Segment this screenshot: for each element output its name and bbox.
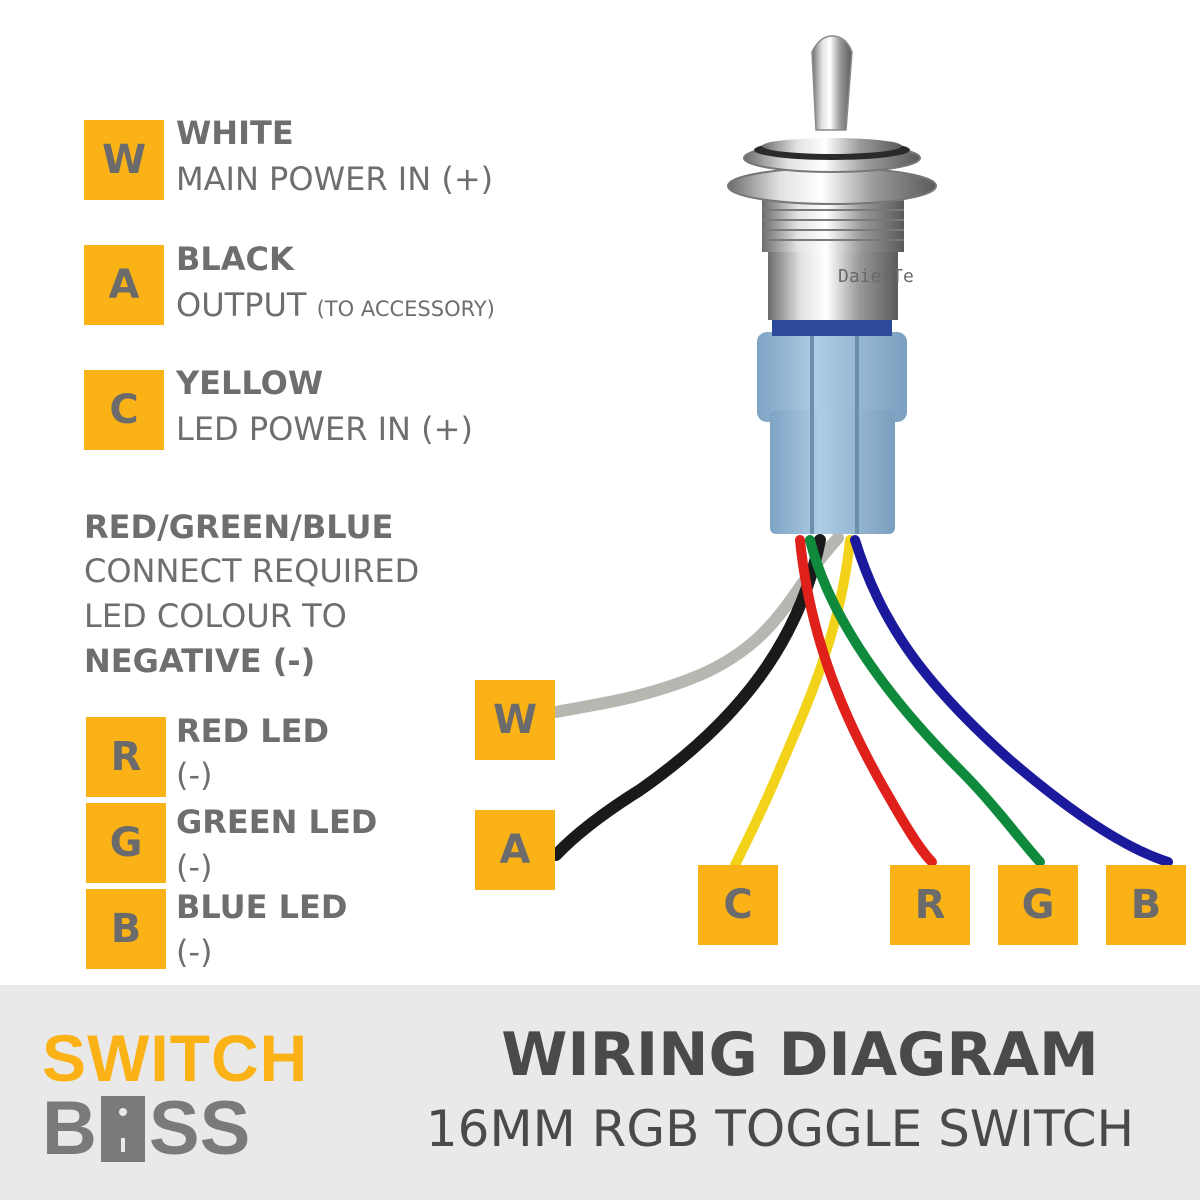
wire-tag-a: A xyxy=(475,810,555,890)
brand-b: B xyxy=(42,1086,97,1171)
wire-green xyxy=(805,535,1045,867)
switch-body xyxy=(768,250,898,320)
brand-ss: SS xyxy=(148,1086,251,1171)
tag-a: A xyxy=(84,245,164,325)
brand-switch: SWITCH xyxy=(42,1021,309,1095)
tag-c: C xyxy=(84,370,164,450)
tag-w: W xyxy=(84,120,164,200)
wire-blue xyxy=(850,535,1173,867)
desc-blue-led: (-) xyxy=(176,933,213,971)
rgb-line3: NEGATIVE (-) xyxy=(84,642,316,680)
desc-yellow: LED POWER IN (+) xyxy=(176,410,473,448)
wire-tag-b: B xyxy=(1106,865,1186,945)
rgb-heading: RED/GREEN/BLUE xyxy=(84,508,394,546)
brand-switch-icon xyxy=(100,1095,145,1162)
label-white: WHITE xyxy=(176,114,294,152)
tag-g: G xyxy=(86,803,166,883)
switch-illustration: DaierTe xyxy=(550,35,1173,870)
connector-housing xyxy=(757,332,907,422)
tag-b: B xyxy=(86,889,166,969)
footer-bar xyxy=(0,985,1200,1200)
connector-lower xyxy=(770,410,895,534)
desc-black-note: (TO ACCESSORY) xyxy=(316,297,495,321)
wire-tag-w: W xyxy=(475,680,555,760)
wire-black xyxy=(550,534,826,861)
label-blue-led: BLUE LED xyxy=(176,888,348,926)
wire-tag-r: R xyxy=(890,865,970,945)
toggle-lever xyxy=(811,35,853,131)
rgb-line2: LED COLOUR TO xyxy=(84,597,347,635)
label-red-led: RED LED xyxy=(176,712,330,750)
wire-red xyxy=(795,535,937,867)
rgb-line1: CONNECT REQUIRED xyxy=(84,552,420,590)
tag-r: R xyxy=(86,717,166,797)
wire-tag-g: G xyxy=(998,865,1078,945)
label-green-led: GREEN LED xyxy=(176,803,378,841)
switch-engraving: DaierTe xyxy=(838,266,914,287)
desc-white: MAIN POWER IN (+) xyxy=(176,160,494,198)
wire-tag-c: C xyxy=(698,865,778,945)
desc-black: OUTPUT (TO ACCESSORY) xyxy=(176,286,495,324)
footer-title: WIRING DIAGRAM xyxy=(501,1020,1099,1090)
brand-boss: B SS xyxy=(42,1085,250,1172)
label-yellow: YELLOW xyxy=(176,364,324,402)
desc-black-main: OUTPUT xyxy=(176,286,307,324)
desc-green-led: (-) xyxy=(176,848,213,886)
desc-red-led: (-) xyxy=(176,756,213,794)
footer-subtitle: 16MM RGB TOGGLE SWITCH xyxy=(425,1100,1135,1158)
label-black: BLACK xyxy=(176,240,294,278)
